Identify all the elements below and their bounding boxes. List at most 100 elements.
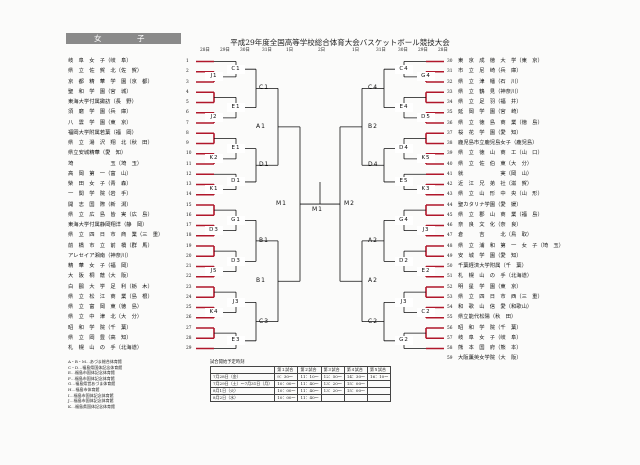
page-title: 平成29年度全国高等学校総合体育大会バスケットボール競技大会 bbox=[230, 38, 450, 47]
schedule-cell: 13：20～ bbox=[320, 380, 345, 388]
team-name-right: 県 立 津 幡（石 川） bbox=[458, 78, 522, 85]
team-name-right: 安 城 学 園（愛 知） bbox=[458, 252, 522, 259]
team-name-right: 県 立 郡 山 商 業（福 島） bbox=[458, 211, 543, 218]
match-label: J2 bbox=[205, 113, 223, 123]
team-number-left: 11 bbox=[186, 161, 192, 167]
team-number-right: 30 bbox=[447, 59, 453, 64]
team-name-right: 奈 良 文 化（奈 良） bbox=[458, 222, 522, 228]
schedule-cell: 9：30～ bbox=[274, 373, 299, 381]
match-label: J3 bbox=[227, 297, 245, 307]
team-number-left: 19 bbox=[186, 243, 192, 249]
team-name-left: 京 都 精 華 学 園（京 都） bbox=[68, 78, 153, 85]
match-label: J1 bbox=[205, 72, 223, 82]
schedule-cell: 11：40～ bbox=[297, 394, 322, 402]
match-label: B1 bbox=[259, 236, 269, 244]
team-name-right: 県 立 鶴 見（神奈川） bbox=[458, 88, 522, 95]
schedule-cell: 13：20～ bbox=[320, 387, 345, 395]
schedule-cell: 15：00～ bbox=[343, 380, 369, 388]
team-number-left: 22 bbox=[186, 274, 192, 280]
match-label: J3 bbox=[395, 297, 413, 307]
team-number-left: 10 bbox=[186, 151, 192, 157]
match-label: D4 bbox=[368, 161, 379, 169]
team-number-left: 20 bbox=[186, 253, 192, 259]
match-label: G2 bbox=[395, 336, 413, 346]
team-number-right: 38 bbox=[447, 141, 453, 146]
team-number-left: 18 bbox=[186, 233, 192, 239]
schedule-cell: 11：10～ bbox=[297, 373, 322, 381]
team-number-right: 37 bbox=[447, 130, 453, 136]
final-label-left: M1 bbox=[276, 200, 287, 208]
match-label: C2 bbox=[368, 317, 379, 325]
schedule-cell bbox=[320, 394, 345, 402]
date-right: 1日 bbox=[352, 48, 360, 53]
team-number-right: 32 bbox=[447, 79, 453, 85]
legend-item: F…福島市国体記念体育館 bbox=[68, 375, 115, 381]
team-name-right: 東 京 成 徳 大 学（東 京） bbox=[458, 58, 543, 64]
match-label: A2 bbox=[368, 277, 378, 285]
schedule-cell bbox=[367, 387, 392, 395]
schedule-cell: 16：10～ bbox=[367, 373, 392, 381]
team-number-left: 9 bbox=[186, 141, 189, 146]
legend-item: K…福島県国体記念体育館 bbox=[68, 403, 115, 409]
schedule-header-cell: 第５試合 bbox=[367, 366, 392, 374]
team-number-right: 43 bbox=[447, 192, 453, 198]
team-name-left: 八 雲 学 園（東 京） bbox=[68, 119, 132, 126]
team-number-right: 36 bbox=[447, 120, 453, 126]
match-label: D1 bbox=[227, 177, 245, 187]
final-label-right: M2 bbox=[344, 200, 355, 208]
team-number-right: 41 bbox=[447, 171, 453, 177]
team-name-right: 聖カタリナ学園（愛 媛） bbox=[458, 201, 522, 208]
schedule-header-row: 第１試合第２試合第３試合第４試合第５試合 bbox=[209, 366, 392, 374]
date-right: 31日 bbox=[376, 48, 386, 53]
team-number-left: 16 bbox=[186, 212, 192, 218]
match-label: E5 bbox=[395, 177, 413, 187]
team-number-right: 42 bbox=[447, 182, 453, 187]
team-name-left: 埼 玉（埼 玉） bbox=[68, 160, 143, 167]
team-number-left: 13 bbox=[186, 182, 192, 187]
match-label: C1 bbox=[227, 64, 245, 74]
team-name-left: 昭 和 学 院（千 葉） bbox=[68, 324, 132, 331]
team-number-right: 45 bbox=[447, 212, 453, 218]
team-name-right: 札 幌 山 の 手（北海道） bbox=[458, 273, 533, 280]
team-name-right: 県 立 浦 和 第 一 女 子（埼 玉） bbox=[458, 242, 564, 249]
date-left: 29日 bbox=[220, 48, 230, 53]
team-name-left: 県 立 岡 豊（高 知） bbox=[68, 334, 132, 341]
team-name-right: 延 岡 学 園（宮 崎） bbox=[458, 109, 522, 116]
schedule-cell: 7月29日（土）～7月31日（月） bbox=[209, 380, 276, 388]
team-number-left: 28 bbox=[186, 335, 192, 341]
schedule-row: 8月1日（火）10：00～11：40～13：20～15：00～ bbox=[209, 387, 392, 395]
schedule-cell bbox=[367, 394, 392, 402]
team-name-right: 近 江 兄 弟 社（滋 賀） bbox=[458, 181, 533, 187]
team-name-right: 県立能代松陽（秋 田） bbox=[458, 314, 517, 321]
team-number-right: 35 bbox=[447, 110, 453, 116]
team-name-right: 鹿児島市立鹿児島女子（鹿児島） bbox=[458, 140, 538, 146]
schedule-header-cell bbox=[209, 366, 276, 374]
team-number-left: 14 bbox=[186, 192, 192, 198]
team-name-left: 柴 田 女 子（青 森） bbox=[68, 181, 132, 187]
date-left: 1日 bbox=[286, 48, 294, 53]
match-label: D1 bbox=[259, 161, 270, 169]
match-label: G1 bbox=[227, 215, 245, 225]
date-right: 30日 bbox=[398, 48, 408, 53]
team-number-left: 23 bbox=[186, 284, 192, 290]
team-name-right: 千葉経済大学附属（千 葉） bbox=[458, 263, 527, 269]
match-label: E1 bbox=[227, 103, 245, 113]
schedule-row: 7月29日（土）～7月31日（月）10：00～11：40～13：20～15：00… bbox=[209, 380, 392, 388]
team-number-right: 34 bbox=[447, 100, 453, 105]
team-number-right: 40 bbox=[447, 161, 453, 167]
match-label: J3 bbox=[417, 226, 435, 236]
date-left: 30日 bbox=[240, 48, 250, 53]
team-name-right: 県 立 佐 伯 東（大 分） bbox=[458, 160, 533, 167]
team-name-left: 開 志 国 際（新 潟） bbox=[68, 201, 132, 208]
team-number-right: 51 bbox=[447, 274, 453, 280]
schedule-cell: 8月1日（火） bbox=[209, 387, 276, 395]
schedule-cell: 11：40～ bbox=[297, 387, 322, 395]
team-name-left: 福岡大学附属若葉（福 岡） bbox=[68, 129, 137, 136]
team-number-right: 54 bbox=[447, 305, 453, 310]
schedule-cell bbox=[367, 380, 392, 388]
team-number-right: 49 bbox=[447, 253, 453, 259]
match-label: D4 bbox=[395, 144, 413, 154]
